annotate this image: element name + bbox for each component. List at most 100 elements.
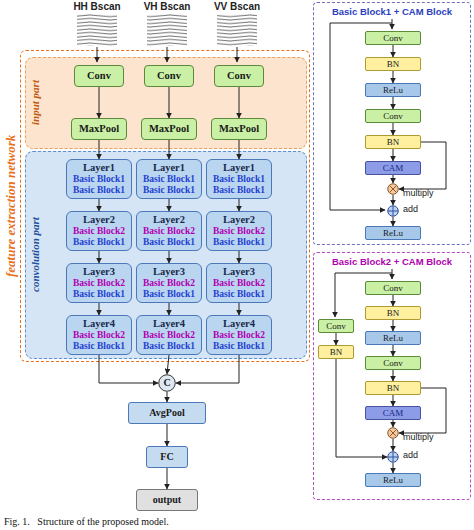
node-label: ReLu: [383, 333, 403, 343]
input-name: VV Bscan: [214, 1, 260, 12]
layer-name: Layer2: [153, 214, 185, 226]
input-arrow: [392, 269, 393, 279]
add-circle: add: [387, 451, 399, 463]
node-label: Conv: [383, 358, 403, 368]
conv-box: Conv: [318, 319, 354, 333]
block-name: Basic Block1: [213, 174, 265, 185]
block-name: Basic Block2: [213, 278, 265, 289]
concat-circle: C: [158, 374, 176, 392]
block-name: Basic Block1: [73, 237, 125, 248]
fc-box: FC: [146, 446, 188, 468]
layer-name: Layer4: [223, 318, 255, 330]
connector-arrow: [176, 355, 239, 383]
layer-box: Layer4Basic Block2Basic Block1: [136, 315, 202, 355]
layer-box: Layer4Basic Block2Basic Block1: [66, 315, 132, 355]
multiply-symbol: [389, 429, 396, 436]
block-name: Basic Block2: [143, 330, 195, 341]
node-label: CAM: [383, 163, 404, 173]
block-name: Basic Block1: [143, 289, 195, 300]
node-label: MaxPool: [79, 123, 119, 135]
bscan-image: [77, 14, 117, 46]
bn-box: BN: [365, 306, 421, 320]
block-name: Basic Block1: [213, 341, 265, 352]
conv-box: Conv: [74, 65, 124, 87]
block-name: Basic Block1: [143, 341, 195, 352]
block-name: Basic Block1: [73, 174, 125, 185]
maxpool-box: MaxPool: [71, 118, 127, 140]
node-label: Conv: [87, 70, 111, 82]
node-label: CAM: [383, 408, 404, 418]
node-label: output: [153, 494, 181, 506]
circle-outline: [387, 451, 399, 463]
node-label: ReLu: [383, 85, 403, 95]
block-name: Basic Block1: [143, 185, 195, 196]
node-label: Conv: [227, 70, 251, 82]
layer-box: Layer2Basic Block2Basic Block1: [136, 211, 202, 251]
block-panel: Basic Block1 + CAM BlockConvBNReLuConvBN…: [313, 2, 471, 245]
connector-arrow: [393, 71, 394, 83]
layer-name: Layer2: [223, 214, 255, 226]
block-name: Basic Block2: [213, 226, 265, 237]
node-label: MaxPool: [149, 123, 189, 135]
network-region: feature extraction networkinput partConv…: [20, 50, 310, 362]
circle-outline: [387, 183, 399, 195]
node-label: Conv: [326, 321, 346, 331]
block-name: Basic Block2: [213, 330, 265, 341]
node-label: Conv: [383, 111, 403, 121]
add-circle: add: [387, 205, 399, 217]
node-label: feature extraction network: [4, 51, 19, 361]
block-panel: Basic Block2 + CAM BlockConvBNReLuConvBN…: [313, 252, 471, 500]
block-name: Basic Block1: [73, 289, 125, 300]
layer-box: Layer1Basic Block1Basic Block1: [206, 159, 272, 199]
maxpool-box: MaxPool: [141, 118, 197, 140]
connector-arrow: [393, 97, 394, 109]
node-label: BN: [387, 137, 400, 147]
node-label: BN: [387, 383, 400, 393]
connector-arrow: [167, 424, 168, 446]
block-name: Basic Block1: [143, 237, 195, 248]
input-region: input partConvConvConvMaxPoolMaxPoolMaxP…: [25, 57, 307, 149]
node-label: AvgPool: [149, 407, 184, 419]
connector-arrow: [393, 439, 394, 451]
node-label: FC: [160, 451, 173, 463]
bn-box: BN: [365, 381, 421, 395]
convolution-region: convolution partLayer1Basic Block1Basic …: [25, 151, 307, 359]
add-symbol: [388, 452, 399, 463]
connector-arrow: [393, 123, 394, 135]
conv-box: Conv: [365, 356, 421, 370]
maxpool-box: MaxPool: [211, 118, 267, 140]
multiply-symbol: [389, 185, 396, 192]
node-label: MaxPool: [219, 123, 259, 135]
connector-arrow: [393, 395, 394, 406]
node-label: Basic Block2 + CAM Block: [314, 257, 470, 268]
conv-box: Conv: [365, 31, 421, 45]
circle-shape: [388, 206, 399, 217]
conv-box: Conv: [365, 281, 421, 295]
connector-arrow: [336, 333, 337, 345]
connector-arrow: [393, 320, 394, 331]
block-name: Basic Block2: [143, 278, 195, 289]
connector-arrow: [393, 463, 394, 473]
block-name: Basic Block1: [73, 341, 125, 352]
circle-shape: [159, 375, 176, 392]
layer-box: Layer3Basic Block2Basic Block1: [66, 263, 132, 303]
input-name: HH Bscan: [73, 1, 120, 12]
connector-arrow: [167, 392, 168, 402]
relu-box: ReLu: [365, 226, 421, 240]
node-label: Conv: [383, 283, 403, 293]
output-box: output: [136, 489, 198, 511]
layer-name: Layer3: [223, 266, 255, 278]
bscan-image: [217, 14, 257, 46]
multiply-circle: multiply: [387, 427, 399, 439]
node-label: add: [403, 204, 418, 214]
node-label: Conv: [383, 33, 403, 43]
block-name: Basic Block2: [73, 226, 125, 237]
avgpool-box: AvgPool: [128, 402, 206, 424]
layer-box: Layer1Basic Block1Basic Block1: [136, 159, 202, 199]
block-name: Basic Block2: [73, 278, 125, 289]
input-name: VH Bscan: [144, 1, 191, 12]
layer-box: Layer3Basic Block2Basic Block1: [206, 263, 272, 303]
node-label: BN: [387, 308, 400, 318]
block-name: Basic Block1: [213, 237, 265, 248]
conv-box: Conv: [214, 65, 264, 87]
